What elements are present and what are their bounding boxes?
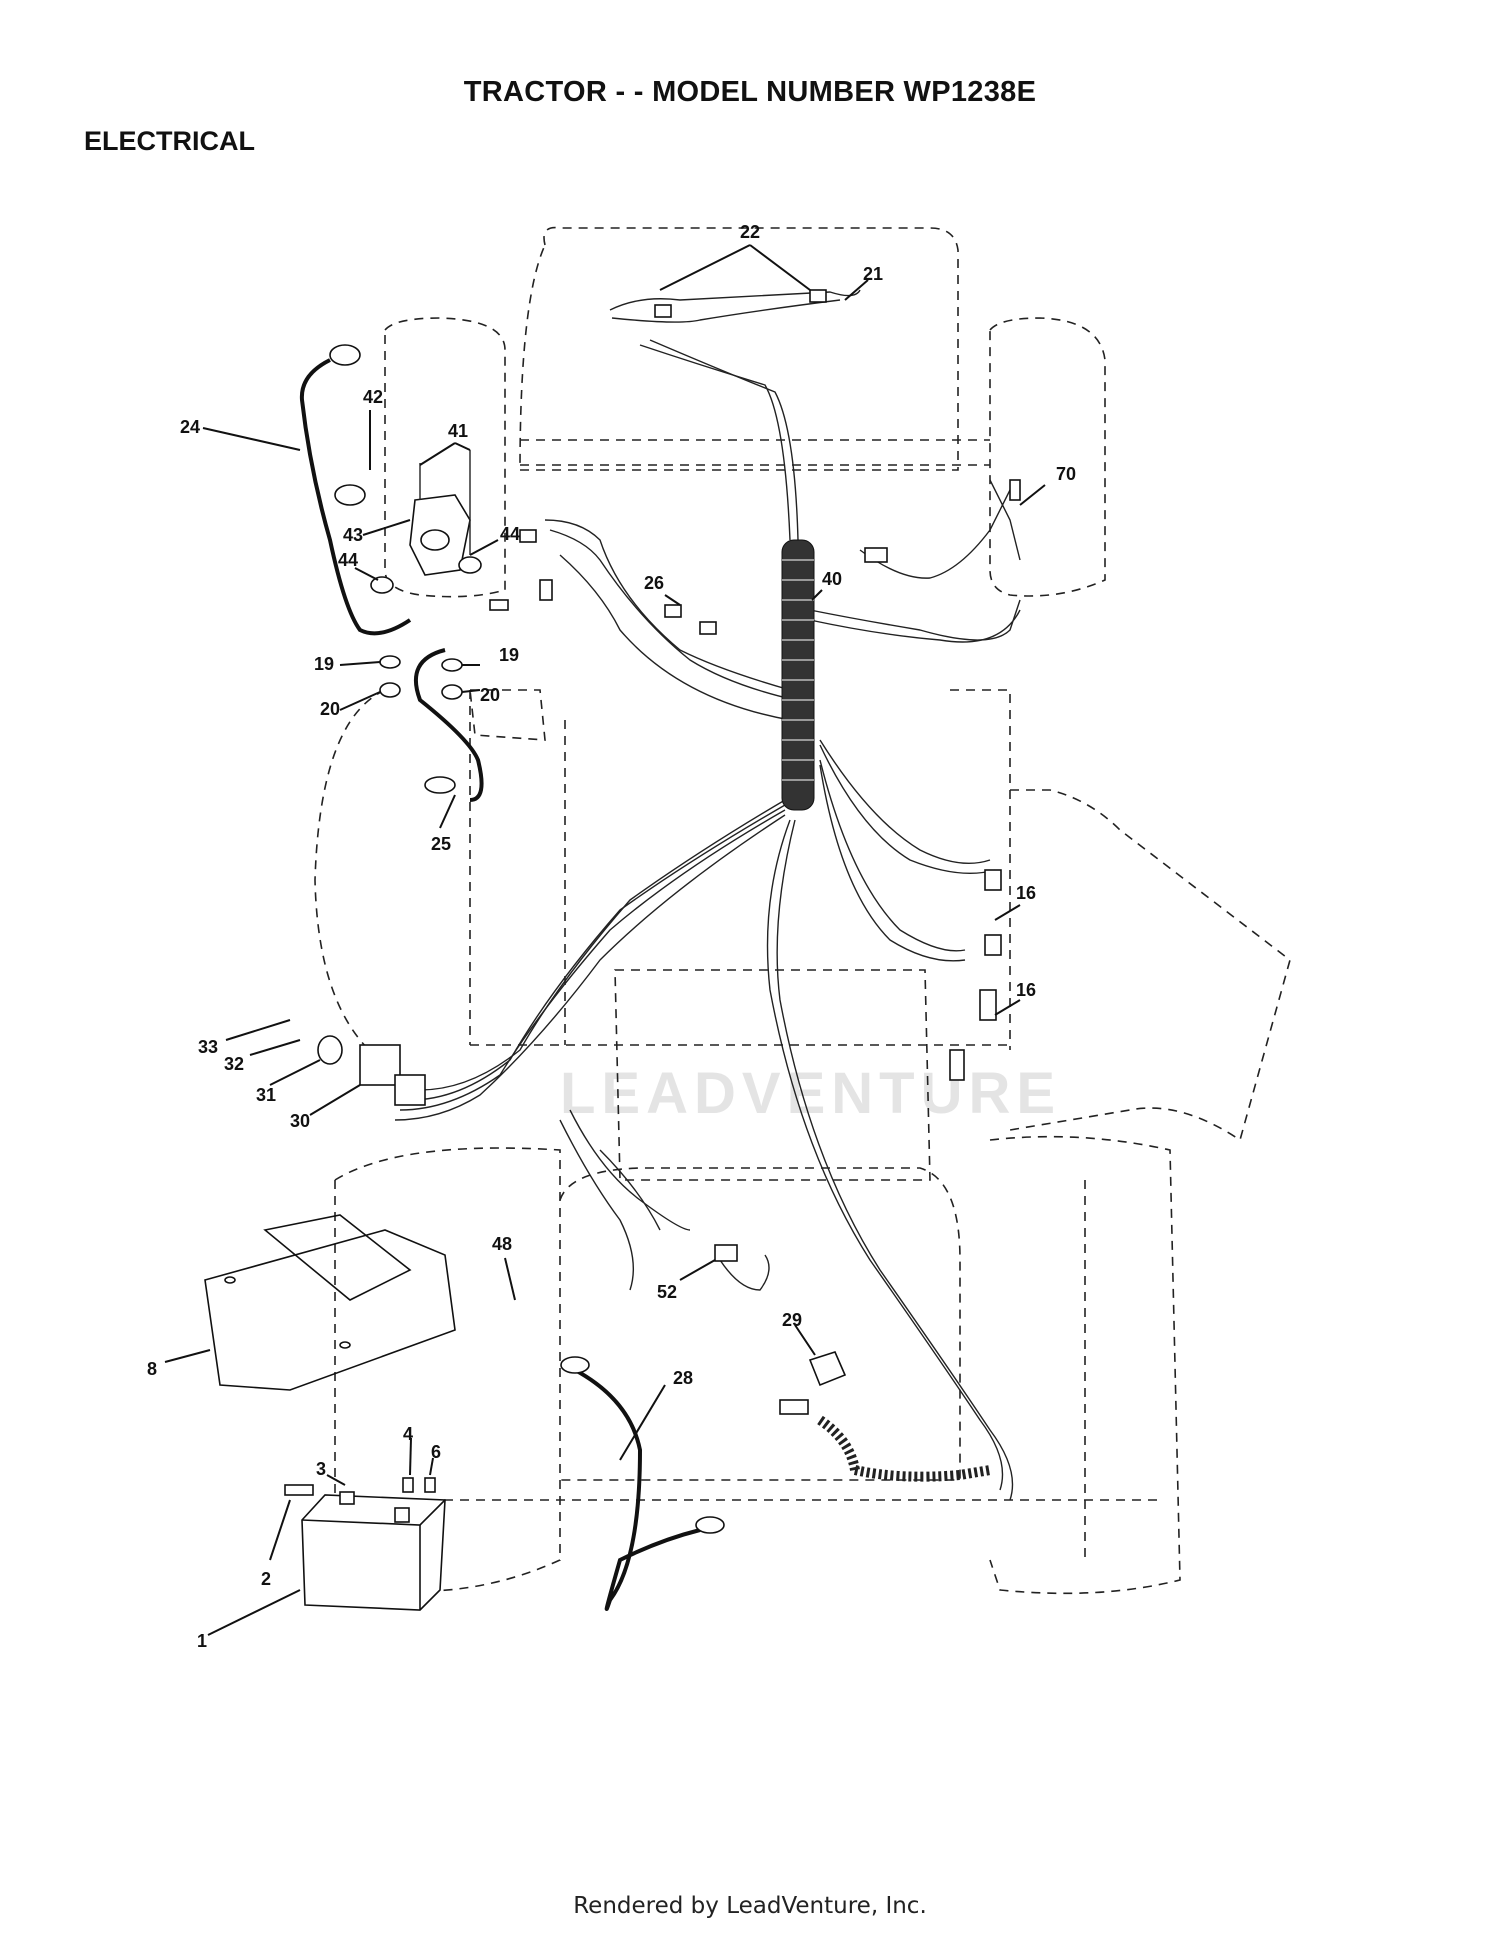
leader-lines [164, 244, 1046, 1636]
tractor-outline [314, 226, 1291, 1595]
harness-conduit [781, 539, 991, 1482]
callout-21: 21 [863, 264, 883, 284]
watermark: LEADVENTURE [560, 1061, 1062, 1126]
callout-44-right: 44 [500, 524, 520, 544]
callout-20-left: 20 [320, 699, 340, 719]
callout-26: 26 [644, 573, 664, 593]
solenoid-part [334, 450, 482, 700]
callout-labels: 22 21 70 24 42 41 43 44 44 26 40 19 19 2… [147, 222, 1076, 1651]
footer-credit: Rendered by LeadVenture, Inc. [573, 1893, 927, 1919]
callout-29: 29 [782, 1310, 802, 1330]
callout-4: 4 [403, 1424, 413, 1444]
callout-3: 3 [316, 1459, 326, 1479]
callout-44-left: 44 [338, 550, 358, 570]
wiring-harness [394, 289, 1021, 1501]
callout-43: 43 [343, 525, 363, 545]
callout-19-right: 19 [499, 645, 519, 665]
callout-32: 32 [224, 1054, 244, 1074]
callout-28: 28 [673, 1368, 693, 1388]
callout-22: 22 [740, 222, 760, 242]
callout-24: 24 [180, 417, 200, 437]
callout-70: 70 [1056, 464, 1076, 484]
callout-25: 25 [431, 834, 451, 854]
callout-2: 2 [261, 1569, 271, 1589]
callout-40: 40 [822, 569, 842, 589]
page-title: TRACTOR - - MODEL NUMBER WP1238E [463, 76, 1037, 108]
callout-52: 52 [657, 1282, 677, 1302]
callout-16-upper: 16 [1016, 883, 1036, 903]
battery-cables [299, 344, 725, 1611]
seat-plate-part [204, 1214, 456, 1391]
battery-part [284, 1477, 446, 1611]
callout-6: 6 [431, 1442, 441, 1462]
callout-19-left: 19 [314, 654, 334, 674]
callout-30: 30 [290, 1111, 310, 1131]
connectors [317, 289, 1021, 1415]
callout-20-right: 20 [480, 685, 500, 705]
callout-42: 42 [363, 387, 383, 407]
callout-48: 48 [492, 1234, 512, 1254]
callout-1: 1 [197, 1631, 207, 1651]
callout-41: 41 [448, 421, 468, 441]
callout-31: 31 [256, 1085, 276, 1105]
callout-8: 8 [147, 1359, 157, 1379]
callout-16-lower: 16 [1016, 980, 1036, 1000]
section-title: ELECTRICAL [84, 126, 255, 156]
callout-33: 33 [198, 1037, 218, 1057]
